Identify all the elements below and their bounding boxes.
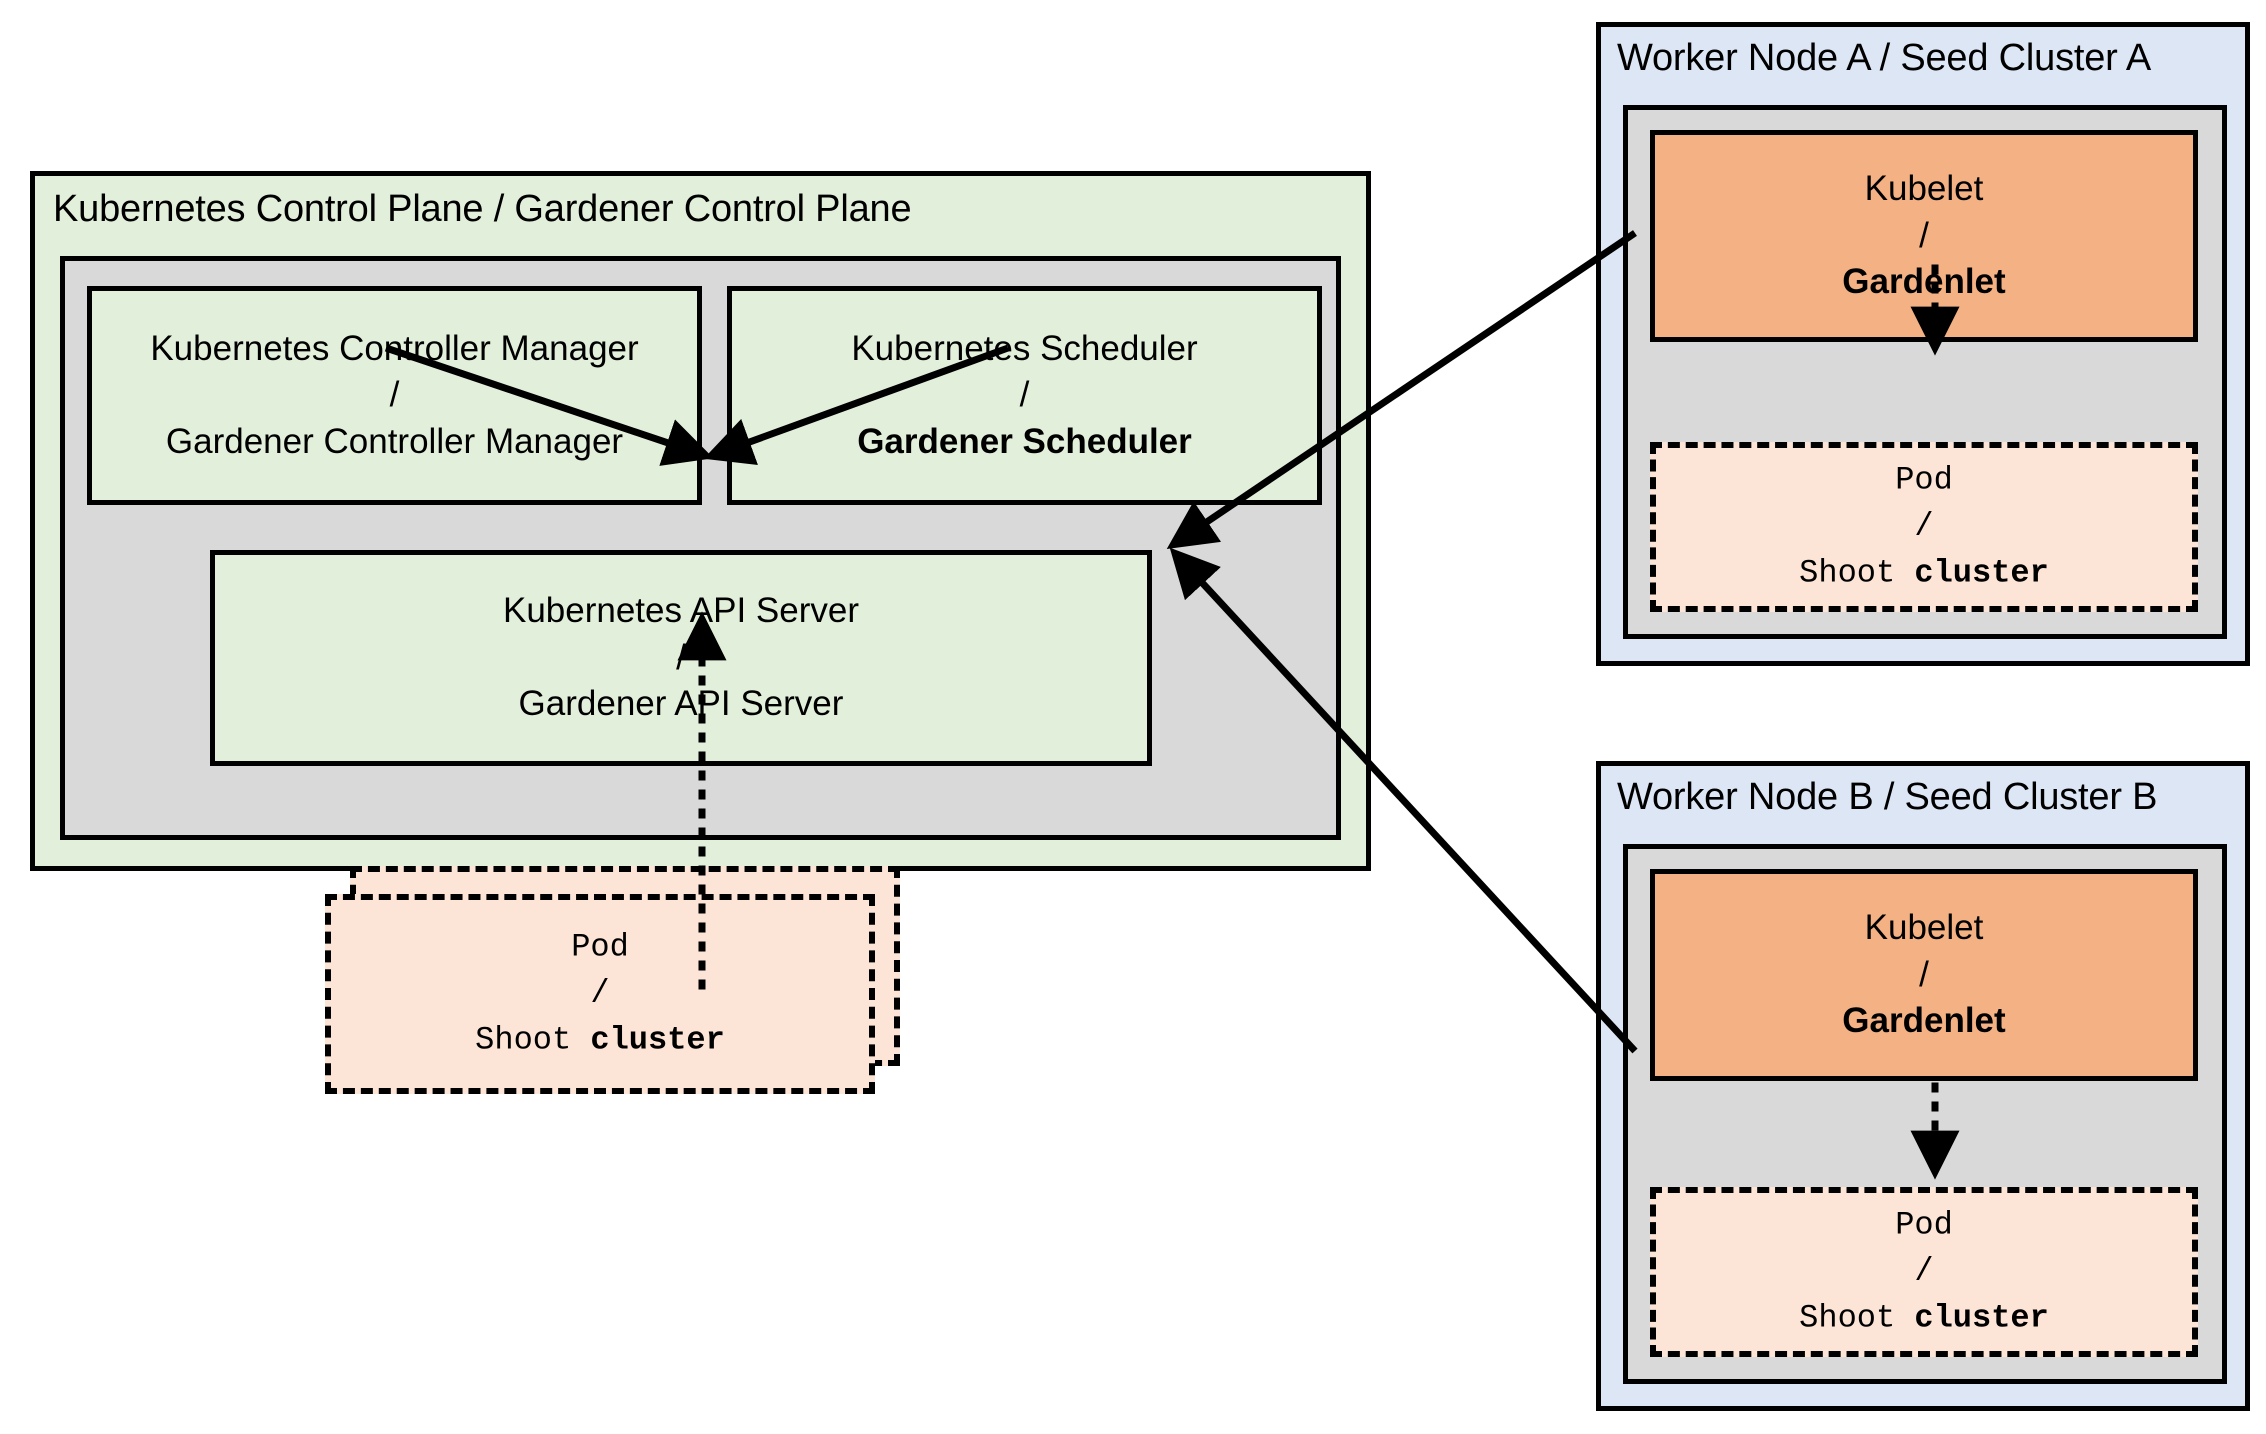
control-plane-pod-separator: / — [590, 974, 610, 1012]
scheduler-text: Kubernetes Scheduler / Gardener Schedule… — [732, 326, 1317, 466]
scheduler-line1: Kubernetes Scheduler — [851, 328, 1198, 368]
api-server-line1: Kubernetes API Server — [502, 591, 860, 631]
worker-node-a-pod-box[interactable]: Pod / Shoot cluster — [1650, 442, 2198, 612]
controller-manager-separator: / — [389, 375, 400, 415]
controller-manager-line2: Gardener Controller Manager — [165, 421, 624, 461]
scheduler-separator: / — [1019, 375, 1030, 415]
scheduler-line2: Gardener Scheduler — [857, 421, 1192, 461]
worker-node-b-pod-line1: Pod — [1895, 1206, 1953, 1244]
worker-node-b-kubelet-text: Kubelet / Gardenlet — [1655, 905, 2193, 1045]
control-plane-panel: Kubernetes Control Plane / Gardener Cont… — [30, 171, 1371, 1094]
worker-node-a-kubelet-line2: Gardenlet — [1842, 262, 2006, 302]
control-plane-inner-panel: Kubernetes Controller Manager / Gardener… — [60, 256, 1341, 1094]
kubernetes-api-server-box[interactable]: Kubernetes API Server / Gardener API Ser… — [210, 550, 1152, 766]
worker-node-a-pod-text: Pod / Shoot cluster — [1656, 457, 2192, 596]
control-plane-pod-box[interactable]: Pod / Shoot cluster — [325, 894, 875, 1094]
kubernetes-scheduler-box[interactable]: Kubernetes Scheduler / Gardener Schedule… — [727, 286, 1322, 505]
controller-manager-text: Kubernetes Controller Manager / Gardener… — [92, 326, 697, 466]
control-plane-pod-text: Pod / Shoot cluster — [331, 924, 869, 1063]
worker-node-a-pod-separator: / — [1914, 507, 1934, 545]
worker-node-a-pod-line2-bold: cluster — [1914, 554, 2049, 592]
api-server-separator: / — [676, 637, 686, 677]
worker-node-a-kubelet-text: Kubelet / Gardenlet — [1655, 166, 2193, 306]
worker-node-a-kubelet-separator: / — [1919, 215, 1929, 255]
kubernetes-controller-manager-box[interactable]: Kubernetes Controller Manager / Gardener… — [87, 286, 702, 505]
worker-node-b-kubelet-line2: Gardenlet — [1842, 1001, 2006, 1041]
worker-node-b-kubelet-line1: Kubelet — [1864, 908, 1984, 948]
worker-node-b-pod-text: Pod / Shoot cluster — [1656, 1202, 2192, 1341]
worker-node-a-pod-line1: Pod — [1895, 461, 1953, 499]
worker-node-a-kubelet-line1: Kubelet — [1864, 169, 1984, 209]
control-plane-pod-line2: Shoot cluster — [331, 1017, 869, 1063]
control-plane-title: Kubernetes Control Plane / Gardener Cont… — [53, 188, 912, 230]
worker-node-b-pod-box[interactable]: Pod / Shoot cluster — [1650, 1187, 2198, 1357]
worker-node-a-pod-line2-plain: Shoot — [1799, 554, 1915, 592]
worker-node-a-panel: Worker Node A / Seed Cluster A Kubelet /… — [1596, 22, 2250, 666]
api-server-text: Kubernetes API Server / Gardener API Ser… — [215, 588, 1147, 728]
controller-manager-line1: Kubernetes Controller Manager — [150, 328, 639, 368]
worker-node-b-pod-line2-bold: cluster — [1914, 1299, 2049, 1337]
worker-node-a-pod-line2: Shoot cluster — [1656, 550, 2192, 596]
worker-node-b-panel: Worker Node B / Seed Cluster B Kubelet /… — [1596, 761, 2250, 1411]
control-plane-pod-line1: Pod — [571, 928, 629, 966]
worker-node-b-pod-line2: Shoot cluster — [1656, 1295, 2192, 1341]
worker-node-b-kubelet-separator: / — [1919, 954, 1929, 994]
worker-node-b-pod-separator: / — [1914, 1252, 1934, 1290]
control-plane-pod-line2-bold: cluster — [590, 1021, 725, 1059]
control-plane-pod-line2-plain: Shoot — [475, 1021, 591, 1059]
worker-node-b-inner-panel: Kubelet / Gardenlet Pod / Shoot cluster — [1623, 844, 2227, 1384]
worker-node-a-kubelet-box[interactable]: Kubelet / Gardenlet — [1650, 130, 2198, 342]
api-server-line2: Gardener API Server — [518, 684, 844, 724]
worker-node-b-pod-line2-plain: Shoot — [1799, 1299, 1915, 1337]
worker-node-a-inner-panel: Kubelet / Gardenlet Pod / Shoot cluster — [1623, 105, 2227, 639]
worker-node-b-kubelet-box[interactable]: Kubelet / Gardenlet — [1650, 869, 2198, 1081]
worker-node-a-title: Worker Node A / Seed Cluster A — [1617, 37, 2152, 79]
worker-node-b-title: Worker Node B / Seed Cluster B — [1617, 776, 2158, 818]
